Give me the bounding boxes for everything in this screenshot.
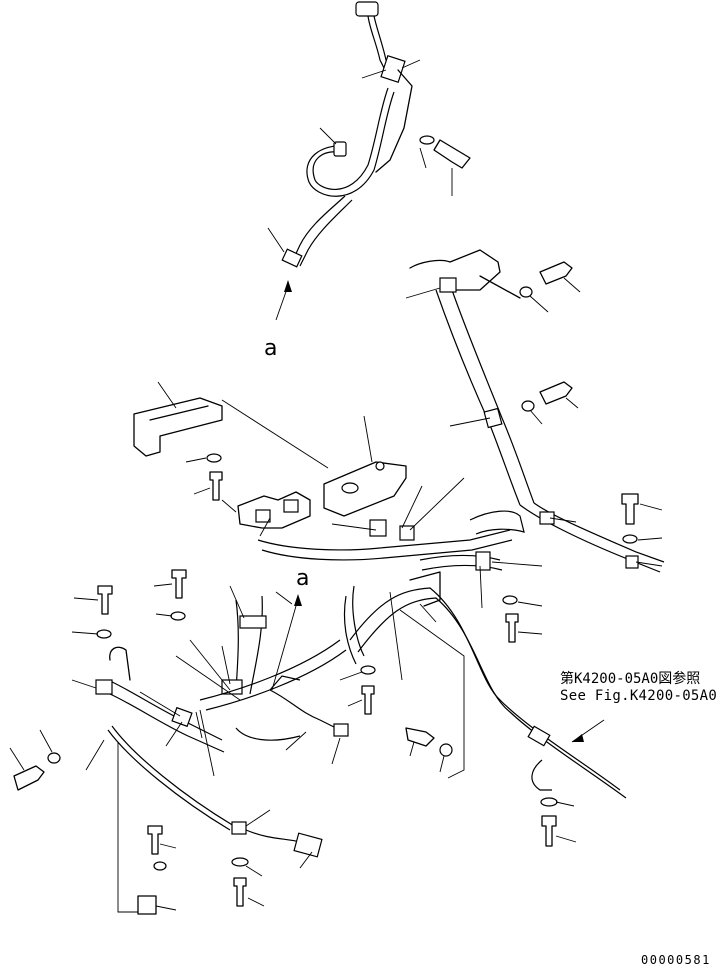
washer-center-2 — [502, 595, 518, 605]
bolt-lower-left — [147, 825, 163, 855]
bolt-center-1 — [209, 471, 223, 501]
bolt-center-2 — [505, 613, 519, 643]
connector-pair — [237, 491, 311, 529]
bolt-far-left — [13, 765, 45, 791]
drawing-number: 00000581 — [641, 953, 711, 967]
center-clamp-1 — [369, 519, 387, 537]
lower-bracket — [137, 895, 157, 915]
bolt-center-low — [361, 685, 375, 715]
cable-clip — [231, 821, 247, 835]
washer-right-3 — [622, 534, 638, 544]
bolt-lower-mid — [233, 877, 247, 907]
view-arrow-label-mid: a — [296, 566, 310, 591]
reference-note-en: See Fig.K4200-05A0 — [560, 688, 718, 704]
bolt-right-1 — [539, 261, 573, 285]
washer-center-low-2 — [439, 743, 453, 757]
washer-right-1 — [519, 286, 533, 298]
top-bracket — [375, 69, 413, 173]
lower-connector-clip — [333, 723, 349, 737]
top-washer — [419, 135, 435, 145]
washer-center-low — [360, 665, 376, 675]
hose-elbow-left — [109, 646, 131, 681]
bolt-center-low-2 — [405, 727, 435, 747]
left-clamp — [95, 679, 113, 695]
view-arrow-label-top: a — [264, 336, 278, 361]
top-clip — [380, 55, 406, 83]
washer-lower-left — [153, 861, 167, 871]
cable-connector — [293, 832, 323, 858]
bolt-lower-right — [541, 815, 557, 847]
right-hose-assembly — [405, 249, 665, 573]
washer-lower-mid — [231, 857, 249, 867]
top-band-clip — [281, 248, 303, 268]
right-clamp-mid — [483, 407, 503, 429]
center-clamp-3 — [475, 551, 491, 571]
left-harness-assembly — [9, 569, 453, 915]
lower-clamp-left — [171, 706, 193, 728]
right-clamp-low — [539, 511, 555, 525]
bolt-left-2 — [171, 569, 187, 599]
right-clamp-top — [439, 277, 457, 293]
washer-right-2 — [521, 400, 535, 412]
washer-far-left — [47, 752, 61, 764]
washer-left-2 — [170, 611, 186, 621]
top-harness-assembly — [267, 1, 471, 321]
relay-box — [323, 461, 407, 517]
center-bracket — [409, 571, 441, 607]
top-connector — [355, 1, 379, 17]
center-assembly — [133, 381, 543, 681]
washer-lower-right — [540, 797, 558, 807]
upper-clamp-left — [239, 615, 267, 629]
main-harness-run — [349, 587, 627, 847]
washer-left-1 — [96, 629, 112, 639]
top-harness-clamp — [333, 141, 347, 157]
harness-sleeve — [527, 725, 551, 747]
reference-note-jp: 第K4200-05A0図参照 — [560, 671, 701, 687]
mid-clamp-left — [221, 679, 243, 695]
cover-bracket — [133, 397, 223, 457]
mount-bracket — [409, 249, 501, 291]
washer-center-1 — [206, 453, 222, 463]
bolt-right-2 — [539, 381, 573, 405]
top-bolt — [433, 139, 471, 169]
bolt-left-1 — [97, 585, 113, 615]
bolt-right-3 — [621, 493, 639, 525]
